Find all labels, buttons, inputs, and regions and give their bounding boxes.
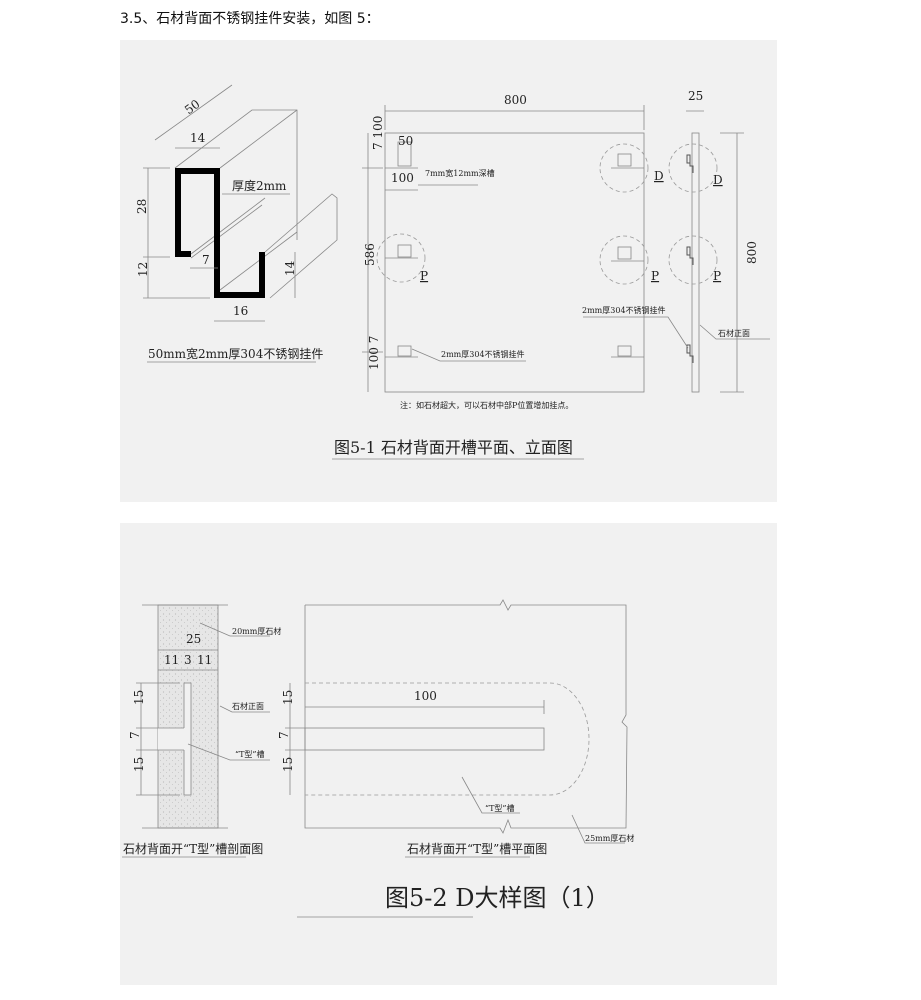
dim-7: 7 (128, 731, 142, 739)
dim-800-height: 800 (745, 241, 759, 264)
dim-15-top-plan: 15 (281, 690, 295, 705)
slot-label-plan: “T型”槽 (485, 803, 515, 813)
dim-16: 16 (233, 304, 248, 318)
stone-label-plan: 25mm厚石材 (585, 833, 634, 843)
dim-15-bottom: 15 (132, 757, 146, 772)
dim-12: 12 (136, 262, 150, 277)
thickness-label: 厚度2mm (232, 178, 287, 193)
section-caption: 石材背面开“T型”槽剖面图 (123, 842, 263, 856)
figure-5-1-drawing: 50 14 28 12 7 16 14 厚度2mm 50mm宽2mm厚304不锈… (135, 84, 770, 460)
stone-back-plan (362, 105, 649, 393)
dim-11-right: 11 (197, 653, 212, 667)
dim-7: 7 (202, 253, 210, 267)
figure-5-1-title: 图5-1 石材背面开槽平面、立面图 (334, 438, 573, 457)
dim-7-100: 7 100 (371, 116, 385, 150)
face-label: 石材正面 (718, 328, 750, 338)
plan-caption: 石材背面开“T型”槽平面图 (407, 842, 547, 856)
dim-15-bottom-plan: 15 (281, 757, 295, 772)
dim-100: 100 (414, 689, 437, 703)
dim-15-top: 15 (132, 690, 146, 705)
note: 注：如石材超大，可以石材中部P位置增加挂点。 (400, 400, 573, 410)
slot-label-section: “T型”槽 (235, 749, 265, 759)
t-slot-plan (285, 599, 628, 858)
stone-label-section: 20mm厚石材 (232, 626, 281, 636)
marker-d-elevation: D (713, 173, 723, 187)
dim-14-top: 14 (190, 131, 206, 145)
dim-25-thickness: 25 (688, 89, 703, 103)
t-slot-section (122, 604, 270, 858)
dim-28: 28 (135, 199, 149, 214)
dim-11-left: 11 (164, 653, 179, 667)
hanger-label-elevation: 2mm厚304不锈钢挂件 (582, 305, 666, 315)
dim-50-slot: 50 (398, 134, 413, 148)
dim-7-plan: 7 (277, 731, 291, 739)
dim-3: 3 (184, 653, 192, 667)
section-heading: 3.5、石材背面不锈钢挂件安装，如图 5： (120, 11, 380, 27)
marker-p-left: P (420, 269, 428, 283)
dim-14-right: 14 (283, 260, 297, 276)
marker-d-plan: D (654, 169, 664, 183)
dim-100-slot: 100 (391, 171, 414, 185)
figure-5-2-title: 图5-2 D大样图（1） (385, 884, 610, 912)
figure-5-2-drawing: 25 11 3 11 15 7 15 20mm厚石材 石材正面 “T型”槽 石材… (122, 599, 634, 918)
stone-side-elevation (583, 110, 770, 393)
dim-586: 586 (363, 243, 377, 266)
marker-p-elevation: P (713, 269, 721, 283)
figure-5-2: 25 11 3 11 15 7 15 20mm厚石材 石材正面 “T型”槽 石材… (120, 523, 777, 985)
dim-25: 25 (186, 632, 201, 646)
marker-p-right: P (651, 269, 659, 283)
slot-label: 7mm宽12mm深槽 (425, 168, 495, 178)
dim-100-7: 100 7 (367, 336, 381, 370)
hanger-profile-drawing (143, 84, 338, 363)
face-label-section: 石材正面 (232, 701, 264, 711)
figure-5-1: 50 14 28 12 7 16 14 厚度2mm 50mm宽2mm厚304不锈… (120, 40, 777, 502)
hanger-label-plan: 2mm厚304不锈钢挂件 (441, 349, 525, 359)
dim-50: 50 (182, 97, 203, 117)
hanger-caption: 50mm宽2mm厚304不锈钢挂件 (148, 346, 323, 361)
dim-800-width: 800 (504, 93, 527, 107)
